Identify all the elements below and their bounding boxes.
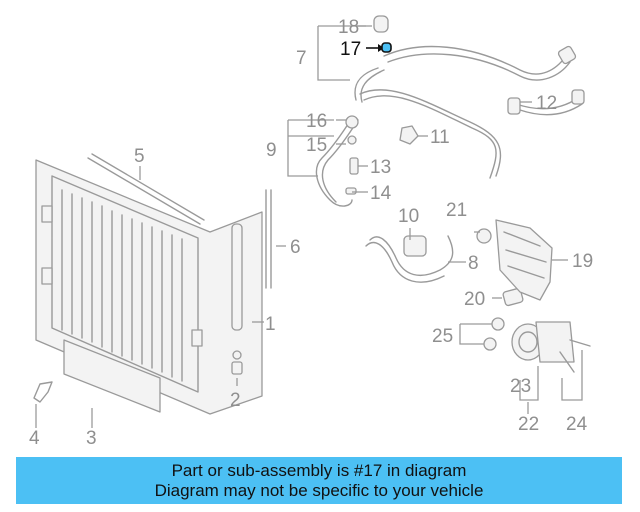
condenser-assembly	[35, 159, 263, 415]
callout-7[interactable]: 7	[296, 48, 307, 69]
valve-part-20	[502, 287, 524, 307]
callout-6[interactable]: 6	[290, 237, 301, 258]
banner-line-disclaimer: Diagram may not be specific to your vehi…	[154, 480, 484, 500]
callout-25[interactable]: 25	[432, 326, 453, 347]
valve-part-13	[349, 157, 359, 175]
shield-plate-part-3	[63, 339, 161, 413]
heat-shield-part-19	[495, 219, 553, 301]
callout-10[interactable]: 10	[398, 206, 419, 227]
leader-lines	[35, 25, 583, 428]
refrigerant-lines	[315, 45, 585, 283]
callout-9[interactable]: 9	[266, 140, 277, 161]
side-seal-part-6	[265, 189, 272, 289]
callout-21[interactable]: 21	[446, 200, 467, 221]
cap-part-16	[345, 115, 359, 129]
callout-20[interactable]: 20	[464, 289, 485, 310]
cap-part-18	[373, 15, 389, 33]
seal-strip-part-5	[87, 153, 205, 225]
callout-labels: 1 2 3 4 5 6 7 8 9 10 11 12 13 14 15 16 1…	[29, 17, 593, 449]
callout-5[interactable]: 5	[134, 146, 145, 167]
switch-part-11	[399, 125, 419, 145]
callout-18[interactable]: 18	[338, 17, 359, 38]
part-17-oring[interactable]	[381, 42, 392, 53]
clip-part-14	[345, 187, 357, 195]
oring-part-15	[347, 135, 357, 145]
compressor	[511, 321, 591, 373]
condenser-core	[61, 189, 183, 382]
callout-19[interactable]: 19	[572, 251, 593, 272]
callout-8[interactable]: 8	[468, 253, 479, 274]
banner-line-part-reference: Part or sub-assembly is #17 in diagram	[171, 460, 467, 480]
callout-15[interactable]: 15	[306, 135, 327, 156]
small-parts	[345, 15, 524, 351]
highlighted-part-17[interactable]	[366, 42, 392, 53]
callout-14[interactable]: 14	[370, 183, 392, 204]
callout-12[interactable]: 12	[536, 93, 557, 114]
callout-13[interactable]: 13	[370, 157, 391, 178]
arrowhead-part-17	[378, 44, 384, 52]
callout-3[interactable]: 3	[86, 428, 97, 449]
callout-22[interactable]: 22	[518, 414, 539, 435]
callout-4[interactable]: 4	[29, 428, 40, 449]
nut-part-21	[476, 228, 492, 244]
callout-1[interactable]: 1	[265, 314, 276, 335]
receiver-drier-part-1	[231, 223, 243, 331]
callout-23[interactable]: 23	[510, 376, 531, 397]
callout-16[interactable]: 16	[306, 111, 327, 132]
bracket-part-12	[507, 97, 521, 115]
bracket-part-4	[33, 381, 53, 403]
callout-11[interactable]: 11	[430, 127, 450, 148]
callout-24[interactable]: 24	[566, 414, 588, 435]
callout-2[interactable]: 2	[230, 390, 241, 411]
callout-17[interactable]: 17	[340, 39, 361, 60]
info-banner: Part or sub-assembly is #17 in diagram D…	[16, 457, 622, 504]
